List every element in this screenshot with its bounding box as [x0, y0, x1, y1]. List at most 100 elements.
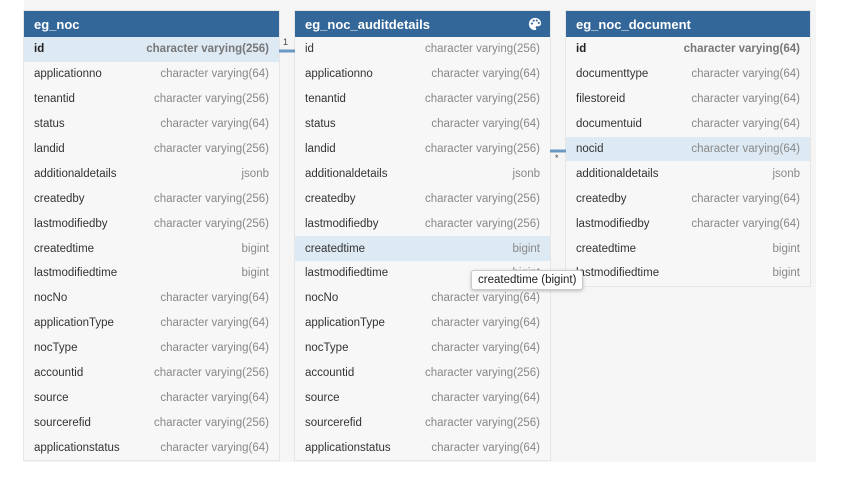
table-title: eg_noc_document — [576, 16, 691, 32]
column-type: character varying(256) — [424, 143, 540, 155]
column-row-applicationstatus[interactable]: applicationstatus character varying(64) — [24, 435, 279, 460]
column-row-createdtime[interactable]: createdtime bigint — [566, 236, 810, 261]
column-type: character varying(256) — [153, 217, 269, 230]
tooltip: createdtime (bigint) — [471, 270, 584, 290]
column-name: lastmodifiedby — [576, 217, 650, 230]
column-type: character varying(64) — [431, 118, 540, 131]
column-row-applicationtype[interactable]: applicationType character varying(64) — [295, 311, 550, 336]
column-type: character varying(64) — [160, 441, 269, 454]
column-name: id — [305, 43, 314, 56]
column-type: character varying(64) — [691, 192, 800, 205]
column-type: character varying(64) — [431, 391, 540, 404]
column-row-sourcerefid[interactable]: sourcerefid character varying(256) — [295, 410, 550, 435]
column-name: lastmodifiedby — [305, 217, 379, 230]
column-type: character varying(64) — [691, 143, 800, 155]
column-type: character varying(256) — [424, 416, 540, 429]
column-type: character varying(256) — [153, 93, 269, 106]
column-type: bigint — [241, 242, 270, 255]
column-type: character varying(64) — [691, 217, 800, 230]
column-name: createdby — [576, 192, 627, 205]
column-name: accountid — [34, 367, 84, 380]
column-row-additionaldetails[interactable]: additionaldetails jsonb — [24, 161, 279, 186]
column-row-status[interactable]: status character varying(64) — [295, 112, 550, 137]
column-name: additionaldetails — [305, 167, 388, 180]
column-type: bigint — [241, 267, 270, 280]
relation-line-audit-document[interactable] — [550, 148, 566, 154]
column-name: createdtime — [305, 242, 366, 255]
column-type: character varying(64) — [691, 118, 800, 131]
column-type: character varying(64) — [431, 317, 540, 330]
column-row-createdtime[interactable]: createdtime bigint — [295, 236, 550, 262]
column-name: additionaldetails — [34, 167, 117, 180]
column-name: createdtime — [576, 242, 637, 255]
column-row-accountid[interactable]: accountid character varying(256) — [24, 361, 279, 386]
column-type: character varying(64) — [683, 43, 800, 56]
column-type: character varying(64) — [160, 317, 269, 330]
column-name: sourcerefid — [305, 416, 362, 429]
palette-icon[interactable] — [528, 17, 542, 31]
column-type: character varying(64) — [691, 93, 800, 106]
column-type: character varying(64) — [160, 391, 269, 404]
table-header[interactable]: eg_noc — [24, 11, 279, 37]
column-type: character varying(256) — [153, 143, 269, 155]
column-type: bigint — [772, 242, 801, 255]
table-header[interactable]: eg_noc_auditdetails — [295, 11, 550, 37]
column-name: lastmodifiedtime — [34, 267, 118, 280]
column-name: status — [305, 118, 336, 131]
column-type: character varying(64) — [160, 342, 269, 355]
column-type: jsonb — [241, 167, 270, 180]
column-type: character varying(256) — [153, 416, 269, 429]
relation-line-noc-audit[interactable] — [279, 48, 295, 54]
relation-many-label: * — [555, 153, 559, 163]
column-row-createdby[interactable]: createdby character varying(64) — [566, 186, 810, 211]
relation-one-label: 1 — [283, 37, 289, 47]
column-row-lastmodifiedby[interactable]: lastmodifiedby character varying(64) — [566, 211, 810, 236]
column-row-source[interactable]: source character varying(64) — [295, 385, 550, 410]
column-name: lastmodifiedtime — [576, 267, 660, 280]
table-header[interactable]: eg_noc_document — [566, 11, 810, 37]
column-type: bigint — [512, 242, 541, 255]
column-type: character varying(256) — [153, 367, 269, 380]
column-name: applicationType — [305, 317, 385, 330]
column-name: documenttype — [576, 68, 649, 81]
column-name: source — [305, 391, 340, 404]
table-title: eg_noc — [34, 16, 80, 32]
column-row-lastmodifiedtime[interactable]: lastmodifiedtime bigint — [24, 261, 279, 286]
column-name: applicationstatus — [34, 441, 120, 454]
column-type: character varying(64) — [160, 68, 269, 81]
